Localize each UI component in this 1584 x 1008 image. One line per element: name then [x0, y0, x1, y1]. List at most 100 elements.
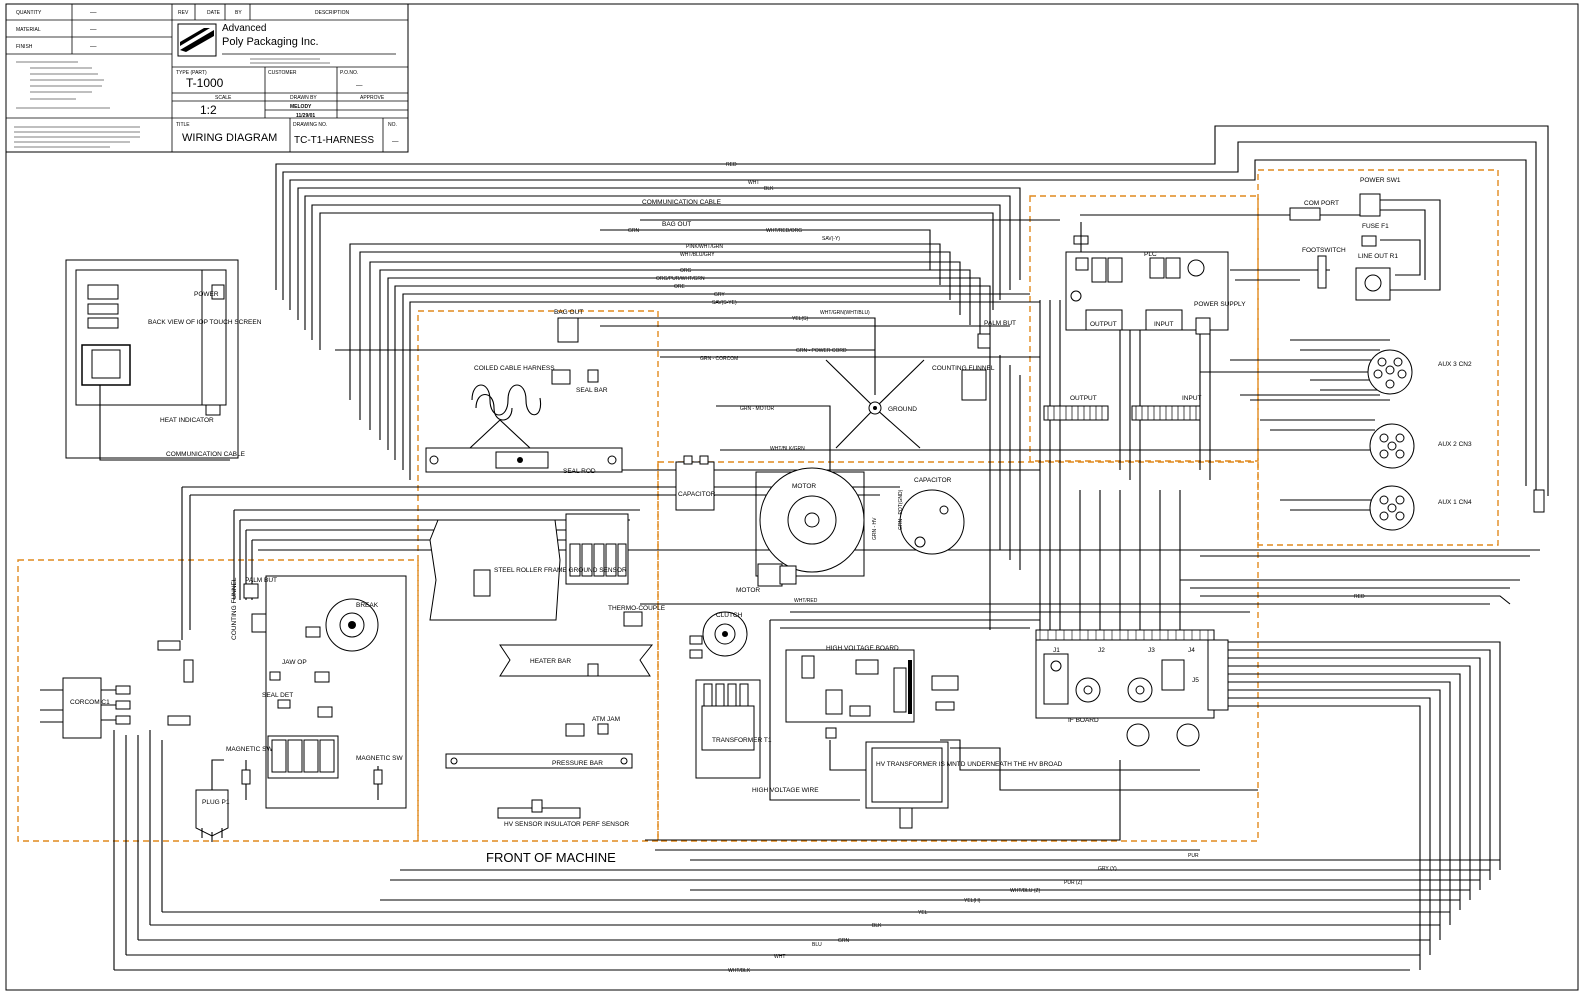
finish-value: — — [90, 43, 97, 50]
aux1-connector — [1369, 485, 1415, 531]
clutch — [689, 611, 748, 659]
wire-pur-z: PUR (Z) — [1064, 880, 1083, 886]
relay-block-left — [267, 735, 339, 779]
bag-out-box-label: BAG OUT — [554, 309, 583, 316]
title-label: TITLE — [176, 122, 190, 128]
aux2-label: AUX 2 CN3 — [1438, 441, 1472, 448]
date-value: 11/29/01 — [296, 113, 315, 119]
capacitor-right-label: CAPACITOR — [914, 477, 952, 484]
approve-label: APPROVE — [360, 95, 385, 101]
wire-wht-grn: WHT/GRN(WHT/BLU) — [820, 310, 870, 316]
hv-sensor — [497, 799, 581, 819]
title-block: QUANTITY — MATERIAL — FINISH — REV DATE … — [5, 3, 409, 153]
comm-cable-top-label: COMMUNICATION CABLE — [642, 199, 722, 206]
seal-rod — [425, 447, 623, 473]
comm-cable-left-label: COMMUNICATION CABLE — [166, 451, 246, 458]
wire-wht-blu-z: WHT/BLU (Z) — [1010, 888, 1041, 894]
plc-input-label: INPUT — [1154, 321, 1174, 328]
wire-org: ORG — [680, 268, 692, 274]
coiled-cable-label: COILED CABLE HARNESS — [474, 365, 555, 372]
finish-label: FINISH — [16, 44, 33, 50]
clutch-label: CLUTCH — [716, 612, 743, 619]
wire-grn: GRN — [838, 938, 850, 944]
drawn-label: DRAWN BY — [290, 95, 317, 101]
wire-yel: YEL — [918, 910, 928, 916]
quantity-label: QUANTITY — [16, 10, 42, 16]
wire-wht: WHT — [774, 954, 785, 960]
wire-pink-wht-grn: PINK/WHT/GRN — [686, 244, 723, 250]
plc-label: PLC — [1144, 251, 1157, 258]
motor-label: MOTOR — [792, 483, 816, 490]
thermocouple-label: THERMO-COUPLE — [608, 605, 666, 612]
pressure-bar-label: PRESSURE BAR — [552, 760, 603, 767]
output-terminal-label: OUTPUT — [1070, 395, 1097, 402]
drawing-label: DRAWING NO. — [293, 122, 327, 128]
com-port — [1289, 207, 1321, 221]
front-of-machine-label: FRONT OF MACHINE — [486, 850, 616, 865]
seal-rod-label: SEAL ROD — [563, 468, 596, 475]
ground-point — [825, 359, 925, 449]
wire-red: RED — [1354, 594, 1365, 600]
drawing-value: TC-T1-HARNESS — [294, 135, 374, 146]
if-board — [1035, 629, 1229, 747]
customer-label: CUSTOMER — [268, 70, 297, 76]
bag-out-top-label: BAG OUT — [662, 221, 691, 228]
motor — [755, 467, 865, 587]
wire-sav: SAV(-Y) — [822, 236, 840, 242]
wire-ore: ORE — [674, 284, 686, 290]
line-out-label: LINE OUT R1 — [1358, 253, 1398, 260]
wire-grn1: GRN — [628, 228, 640, 234]
wire-yel-s: YEL(S) — [792, 316, 808, 322]
power-sw-label: POWER SW1 — [1360, 177, 1401, 184]
j5-label: J5 — [1192, 677, 1199, 684]
date-label: DATE — [207, 10, 221, 16]
machine-boundaries — [17, 169, 1499, 842]
jaw-op-label: JAW OP — [282, 659, 307, 666]
aux3-connector — [1367, 349, 1413, 395]
rev-no-label: NO. — [388, 122, 397, 128]
aux3-label: AUX 3 CN2 — [1438, 361, 1472, 368]
material-value: — — [90, 26, 97, 33]
wire-harness — [113, 125, 1549, 971]
palm-but-left-label: PALM BUT — [245, 577, 277, 584]
j1-label: J1 — [1053, 647, 1060, 654]
drawn-value: MELODY — [290, 104, 312, 110]
high-voltage-board — [785, 649, 915, 723]
if-board-label: IF BOARD — [1068, 717, 1099, 724]
power-supply-label: POWER SUPPLY — [1194, 301, 1246, 308]
wire-pur: PUR — [1188, 853, 1199, 859]
capacitor-left — [675, 455, 715, 511]
steel-roller-frame — [429, 513, 629, 621]
power-label: POWER — [194, 291, 219, 298]
heater-bar — [499, 644, 654, 677]
pressure-bar — [445, 753, 633, 769]
type-label: TYPE (PART) — [176, 70, 207, 76]
wire-red-top: RED — [726, 162, 737, 168]
wire-org-pur: ORG/PUR/WHT/GRN — [656, 276, 705, 282]
wire-wht-blk-grn: WHT/BLK/GRN — [770, 446, 805, 452]
plc-output-label: OUTPUT — [1090, 321, 1117, 328]
wire-sav-ye: SAV(S-YE) — [712, 300, 737, 306]
company-line2: Poly Packaging Inc. — [222, 36, 319, 48]
wire-grn-corcom: GRN - CORCOM — [700, 356, 738, 362]
power-plug — [195, 759, 229, 842]
title-value: WIRING DIAGRAM — [182, 132, 277, 144]
wire-blk-top: BLK — [764, 186, 774, 192]
touch-screen-assembly — [65, 259, 239, 461]
magnetic-sw-left-label: MAGNETIC SW — [226, 746, 273, 753]
high-voltage-wire-label: HIGH VOLTAGE WIRE — [752, 787, 819, 794]
wire-wht-red: WHT/RED — [794, 598, 818, 604]
terminal-strips — [1043, 405, 1201, 421]
foot-switch-label: FOOTSWITCH — [1302, 247, 1346, 254]
palm-but-right-label: PALM BUT — [984, 320, 1016, 327]
by-label: BY — [235, 10, 242, 16]
capacitor-right — [899, 489, 965, 555]
steel-roller-label: STEEL ROLLER FRAME GROUND SENSOR — [494, 567, 627, 574]
transformer-t1 — [695, 679, 761, 779]
magnetic-sw-right-label: MAGNETIC SW — [356, 755, 403, 762]
hv-transformer — [865, 741, 949, 829]
palm-button-left — [243, 583, 259, 599]
capacitor-left-label: CAPACITOR — [678, 491, 716, 498]
po-label: P.O.NO. — [340, 70, 358, 76]
